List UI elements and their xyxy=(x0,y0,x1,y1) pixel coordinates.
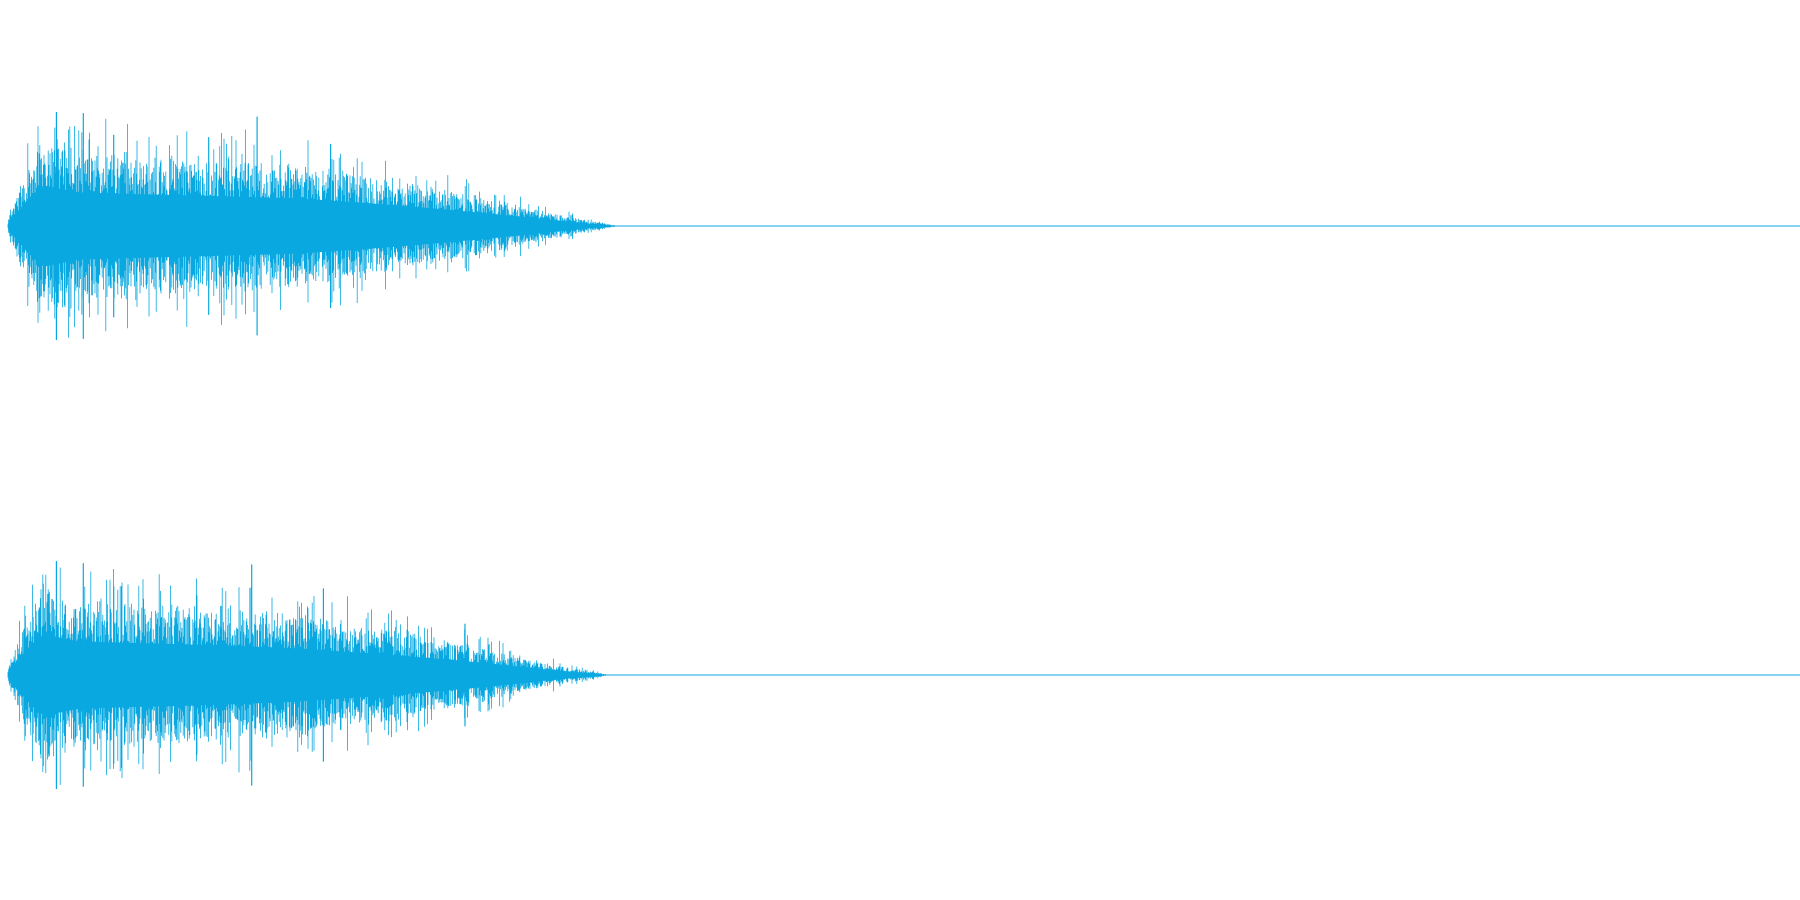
waveform-channel-top xyxy=(7,112,1800,340)
waveform-channel-bottom xyxy=(7,561,1800,789)
